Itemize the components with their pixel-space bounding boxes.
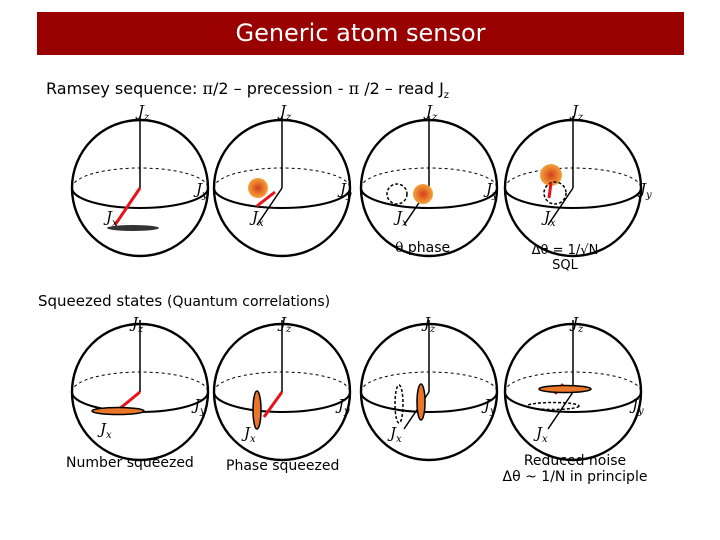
axis-label-jx: Jx — [533, 424, 548, 445]
initial-state-outline — [386, 183, 408, 205]
sequence-part-b: /2 – read J — [364, 79, 444, 98]
axis-label-jx: Jx — [241, 424, 256, 445]
pi-glyph: π — [348, 79, 360, 98]
bloch-sphere-7 — [359, 320, 499, 462]
axis-label-jz: Jz — [277, 314, 292, 335]
phase-squeezed-caption: Phase squeezed — [226, 458, 340, 474]
axis-label-jz: Jz — [569, 314, 584, 335]
pi-glyph: π — [202, 79, 213, 98]
axis-label-jx: Jx — [97, 420, 112, 441]
spin-vector — [256, 190, 276, 208]
bloch-sphere-6 — [212, 320, 352, 462]
spin-vector — [113, 187, 142, 226]
squeezed-blob-outline — [526, 401, 580, 411]
sequence-part-a: /2 – precession - — [213, 79, 344, 98]
spin-blob — [248, 178, 268, 198]
spin-vector — [547, 182, 553, 199]
axis-label-jz: Jz — [421, 314, 436, 335]
theta-glyph: θ — [395, 240, 404, 256]
squeezed-blob — [416, 383, 426, 421]
axis-label-jx: Jx — [541, 208, 556, 229]
initial-state-outline — [394, 384, 404, 424]
axis-label-jy: Jy — [629, 396, 644, 417]
axis-label-jx: Jx — [103, 208, 118, 229]
squeezed-blob — [252, 390, 262, 430]
ramsey-label: Ramsey sequence: — [46, 79, 198, 98]
spin-blob-outline — [543, 181, 567, 205]
sql-text: SQL — [552, 258, 578, 273]
phase-caption: θ phase — [395, 240, 450, 256]
bloch-sphere-2 — [212, 116, 352, 258]
squeezed-blob — [91, 406, 145, 416]
axis-label-jy: Jy — [335, 396, 350, 417]
title-banner: Generic atom sensor — [37, 12, 684, 55]
axis-label-jy: Jy — [483, 180, 498, 201]
axis-label-jz: Jz — [423, 102, 438, 123]
squeezed-blob — [538, 384, 592, 394]
axis-label-jz: Jz — [277, 102, 292, 123]
page-title: Generic atom sensor — [235, 19, 486, 47]
bloch-sphere-5 — [70, 320, 210, 462]
bloch-sphere-3 — [359, 116, 499, 258]
axis-label-jy: Jy — [193, 180, 208, 201]
bloch-sphere-4 — [503, 116, 643, 258]
axis-labels: Jz Jy Jx Jz Jy Jx Jz Jy Jx Jz Jy Jx Jz J… — [97, 102, 652, 445]
spin-blob — [540, 164, 562, 186]
number-squeezed-caption: Number squeezed — [66, 455, 194, 471]
bloch-sphere-8 — [503, 320, 643, 462]
phase-text: phase — [403, 240, 451, 256]
axis-label-jx: Jx — [249, 208, 264, 229]
axis-label-jz: Jz — [569, 102, 584, 123]
bloch-sphere-1 — [70, 116, 210, 258]
sql-formula: Δθ = 1/√N — [531, 243, 599, 258]
axis-label-jx: Jx — [393, 208, 408, 229]
axis-label-jy: Jy — [337, 180, 352, 201]
sequence-subscript: z — [443, 90, 450, 102]
spin-vector — [262, 391, 284, 418]
quantum-correlations-label: (Quantum correlations) — [167, 294, 331, 310]
spin-blob — [107, 225, 159, 231]
axis-label-jz: Jz — [135, 102, 150, 123]
sql-caption: Δθ = 1/√N SQL — [515, 243, 615, 273]
axis-label-jx: Jx — [387, 424, 402, 445]
squeezed-label: Squeezed states — [38, 292, 163, 310]
axis-label-jy: Jy — [637, 180, 652, 201]
axis-label-jy: Jy — [191, 396, 206, 417]
squeezed-states-heading: Squeezed states (Quantum correlations) — [38, 292, 330, 310]
axis-label-jy: Jy — [481, 396, 496, 417]
reduced-noise-line2: Δθ ~ 1/N in principle — [502, 469, 648, 485]
ramsey-sequence-label: Ramsey sequence: π/2 – precession - π /2… — [46, 79, 449, 101]
spin-blob — [413, 184, 433, 204]
axis-label-jz: Jz — [129, 314, 144, 335]
